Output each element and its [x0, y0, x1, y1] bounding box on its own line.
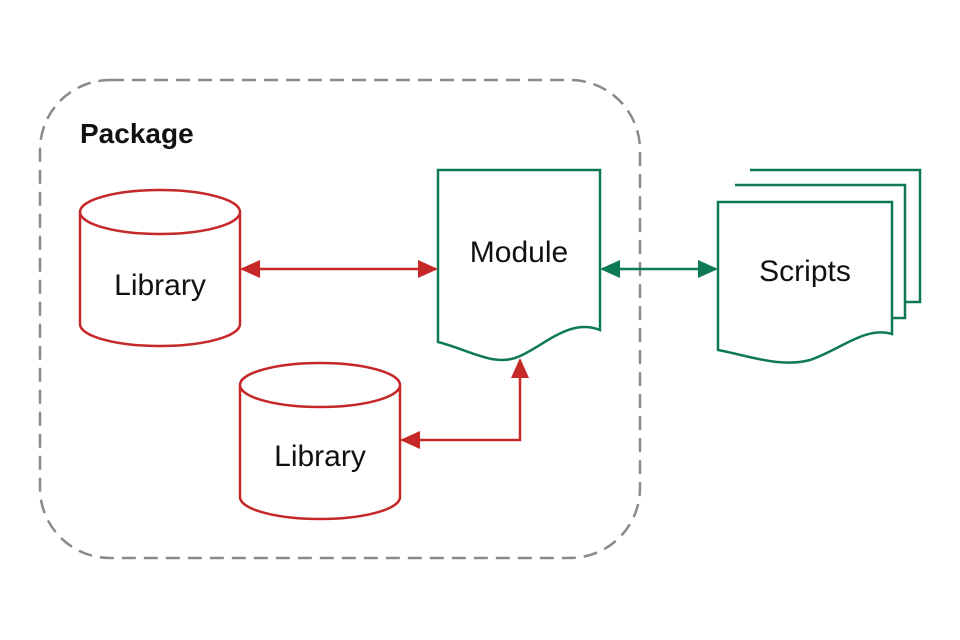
library-bottom-cap	[238, 361, 402, 409]
scripts-document-stack: Scripts	[716, 168, 922, 364]
scripts-page-middle	[735, 183, 907, 320]
library-top-body	[78, 212, 242, 348]
module-label: Module	[470, 236, 568, 269]
package-title: Package	[80, 118, 194, 149]
scripts-label: Scripts	[759, 255, 851, 288]
scripts-page-back	[750, 168, 922, 304]
connectors	[240, 260, 718, 449]
module-document: Module	[436, 168, 602, 362]
library-bottom-module-arrow	[400, 358, 529, 449]
library-top: Library	[78, 188, 242, 348]
package-container: Package	[38, 78, 642, 560]
library-bottom: Library	[238, 361, 402, 521]
library-top-label: Library	[114, 269, 206, 302]
module-shape	[436, 168, 602, 362]
library-bottom-body	[238, 385, 402, 521]
library-top-cap	[78, 188, 242, 236]
scripts-page-front	[716, 200, 894, 364]
library-bottom-label: Library	[274, 440, 366, 473]
package-border	[38, 78, 642, 560]
